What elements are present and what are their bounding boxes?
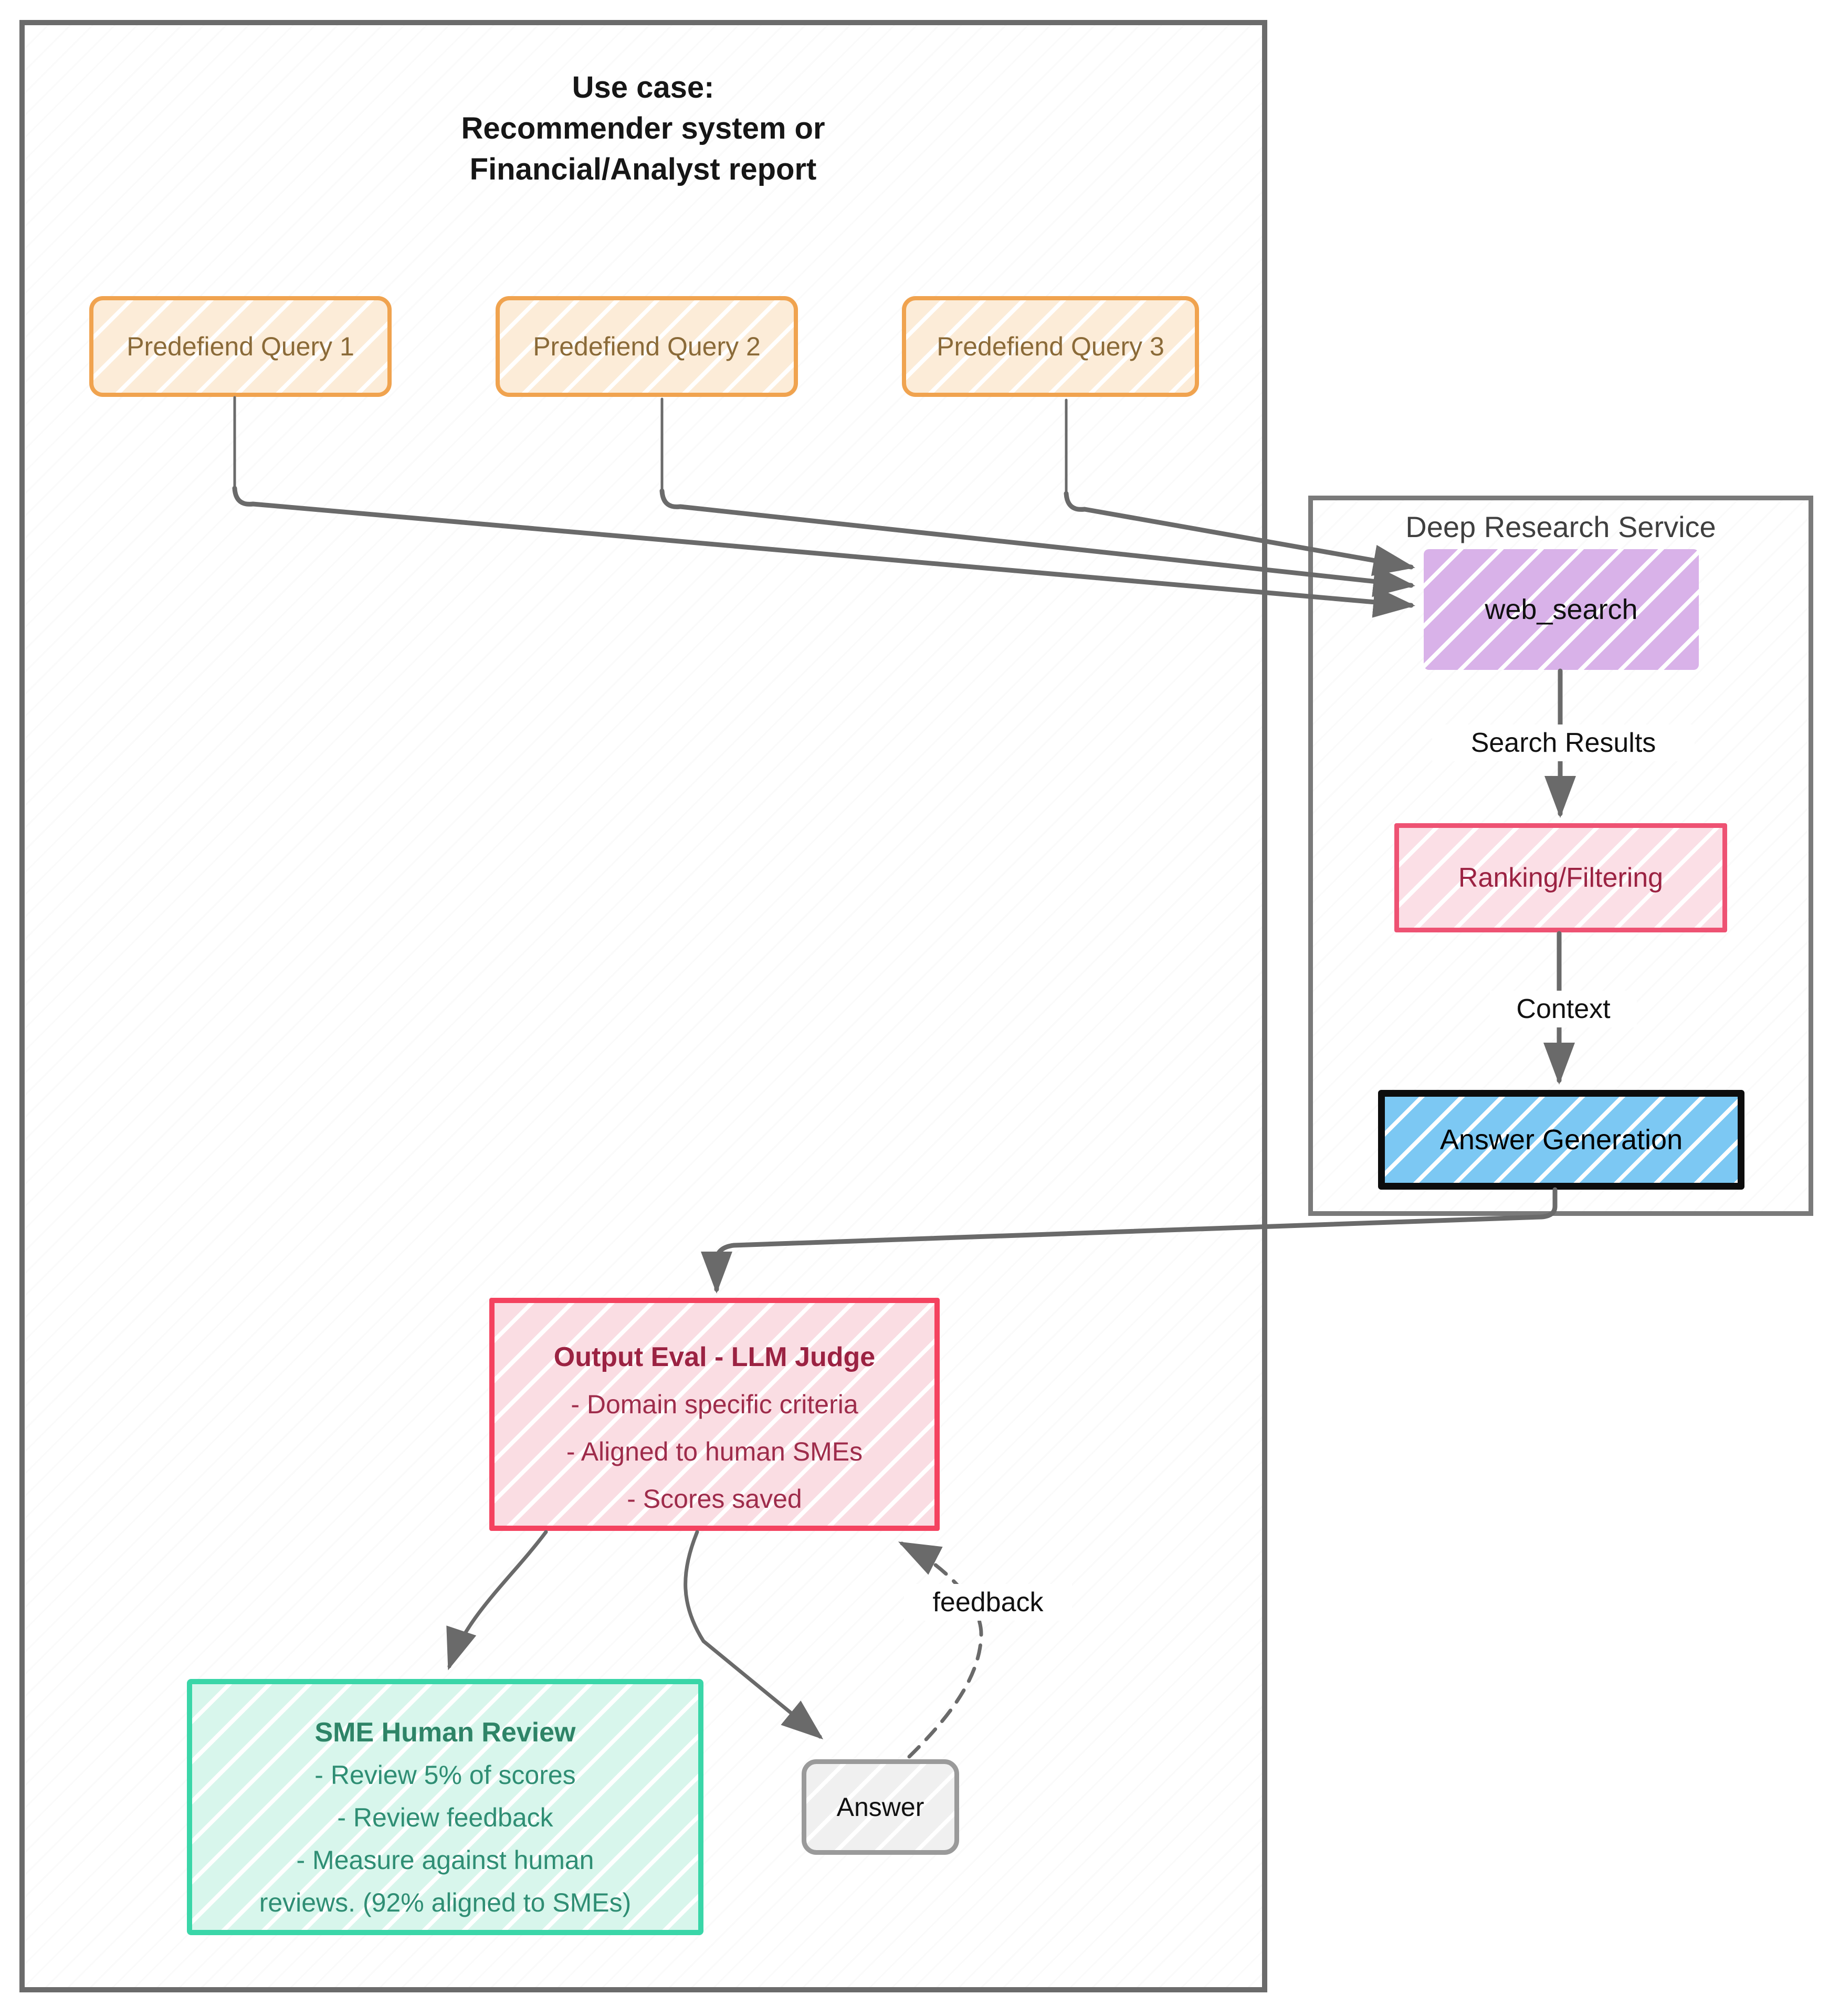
sme-human-review-box: SME Human Review - Review 5% of scores -… — [187, 1679, 703, 1935]
search-results-edge-label: Search Results — [1432, 724, 1695, 761]
answer-label: Answer — [836, 1792, 924, 1822]
sme-review-line-4: reviews. (92% aligned to SMEs) — [259, 1888, 632, 1917]
predefined-query-3-box: Predefiend Query 3 — [902, 296, 1199, 397]
predefined-query-1-box: Predefiend Query 1 — [89, 296, 392, 397]
context-edge-label: Context — [1490, 991, 1637, 1027]
web-search-label: web_search — [1485, 594, 1638, 625]
output-eval-title: Output Eval - LLM Judge — [553, 1342, 876, 1372]
predefined-query-2-box: Predefiend Query 2 — [496, 296, 798, 397]
use-case-title-line2: Recommender system or — [461, 111, 825, 145]
ranking-filtering-box: Ranking/Filtering — [1394, 823, 1727, 932]
predefined-query-1-label: Predefiend Query 1 — [127, 332, 354, 361]
answer-box: Answer — [802, 1759, 959, 1855]
sme-review-line-3: - Measure against human — [296, 1845, 594, 1875]
ranking-filtering-label: Ranking/Filtering — [1458, 863, 1664, 893]
sme-review-title: SME Human Review — [314, 1717, 576, 1748]
output-eval-llm-judge-box: Output Eval - LLM Judge - Domain specifi… — [489, 1298, 940, 1531]
sme-review-line-2: - Review feedback — [337, 1803, 553, 1832]
predefined-query-3-label: Predefiend Query 3 — [937, 332, 1164, 361]
use-case-title-line3: Financial/Analyst report — [469, 152, 817, 186]
feedback-edge-label: feedback — [904, 1584, 1072, 1621]
web-search-box: web_search — [1424, 549, 1699, 670]
output-eval-bullet-3: - Scores saved — [627, 1484, 802, 1514]
use-case-title-line1: Use case: — [572, 70, 714, 104]
output-eval-bullet-1: - Domain specific criteria — [571, 1390, 858, 1419]
deep-research-service-title: Deep Research Service — [1405, 510, 1716, 543]
sme-review-line-1: - Review 5% of scores — [314, 1760, 576, 1790]
use-case-title: Use case: Recommender system or Financia… — [294, 67, 992, 190]
output-eval-bullet-2: - Aligned to human SMEs — [566, 1437, 863, 1466]
predefined-query-2-label: Predefiend Query 2 — [533, 332, 761, 361]
answer-generation-label: Answer Generation — [1439, 1124, 1683, 1156]
answer-generation-box: Answer Generation — [1378, 1090, 1744, 1190]
